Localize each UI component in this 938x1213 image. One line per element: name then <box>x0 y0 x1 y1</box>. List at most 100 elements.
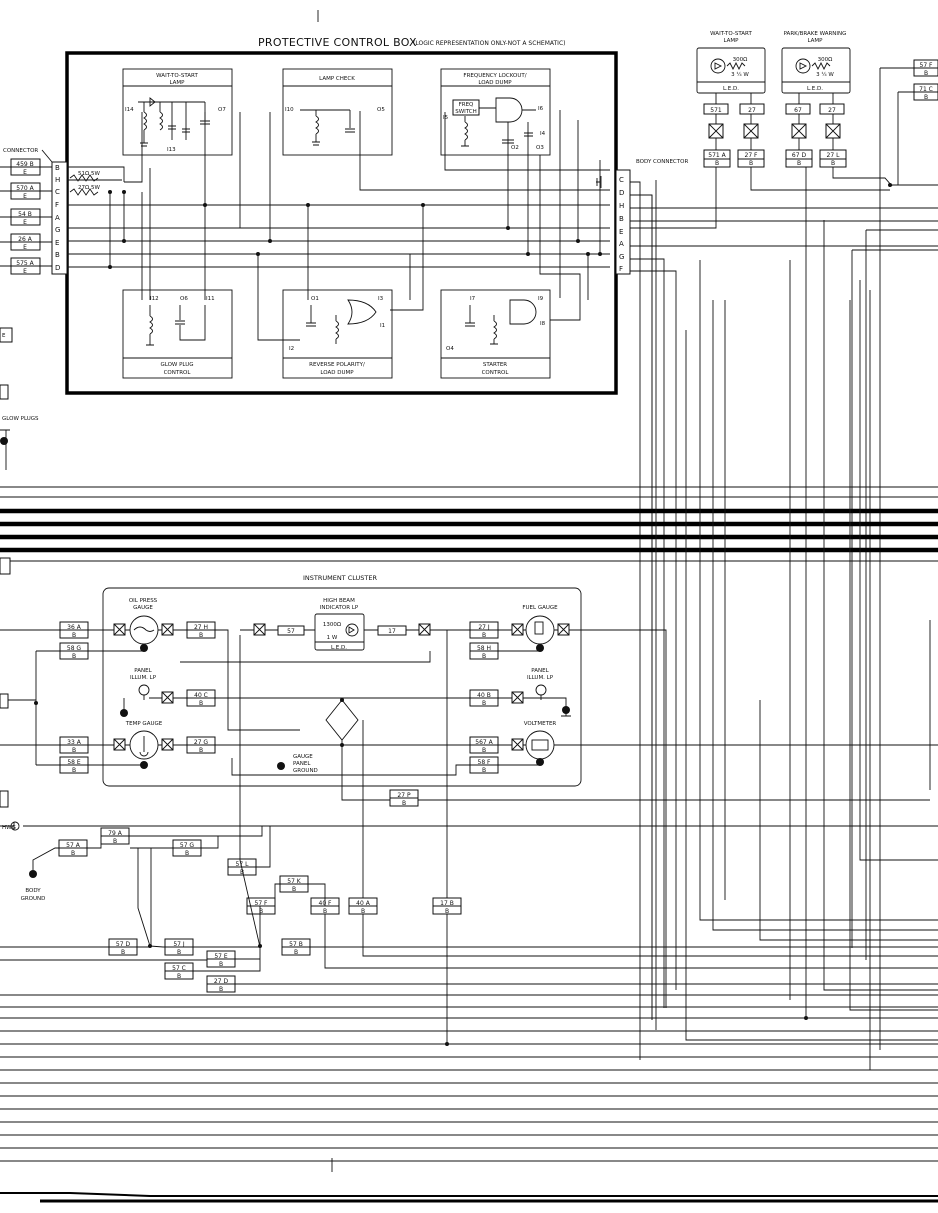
junction-right <box>888 183 892 187</box>
left-fragment-e <box>0 327 13 343</box>
fuel-gauge: FUEL GAUGE <box>522 605 558 652</box>
svg-text:FREQUENCY LOCKOUT/: FREQUENCY LOCKOUT/ <box>463 73 526 79</box>
svg-text:I1: I1 <box>380 323 385 329</box>
svg-text:FREQ: FREQ <box>459 102 474 108</box>
wire-17-inline <box>377 625 407 636</box>
svg-text:LOAD DUMP: LOAD DUMP <box>320 370 354 376</box>
svg-text:B: B <box>240 869 244 876</box>
svg-text:ILLUM. LP: ILLUM. LP <box>527 675 554 681</box>
svg-text:57 J: 57 J <box>173 941 185 948</box>
svg-text:LOAD DUMP: LOAD DUMP <box>478 80 512 86</box>
svg-text:571: 571 <box>710 107 722 114</box>
svg-text:GROUND: GROUND <box>21 896 46 902</box>
svg-text:B: B <box>402 800 406 807</box>
module-frequency-lockout: FREQUENCY LOCKOUT/ LOAD DUMP FREQ SWITCH… <box>440 68 551 156</box>
svg-text:17: 17 <box>388 628 396 635</box>
svg-text:B: B <box>924 70 928 77</box>
oil-press-gauge: OIL PRESS GAUGE <box>129 598 159 652</box>
svg-text:D: D <box>619 189 624 197</box>
svg-text:INDICATOR LP: INDICATOR LP <box>320 605 359 611</box>
svg-text:OIL PRESS: OIL PRESS <box>129 598 158 604</box>
svg-text:HIGH BEAM: HIGH BEAM <box>323 598 355 604</box>
svg-text:A: A <box>619 240 624 248</box>
left-fragment-f <box>0 790 9 808</box>
svg-text:I12: I12 <box>150 296 159 302</box>
svg-text:O1: O1 <box>311 296 319 302</box>
svg-text:I13: I13 <box>167 147 176 153</box>
hwg-label: HWG <box>2 825 16 831</box>
svg-text:H: H <box>619 202 624 210</box>
voltmeter: VOLTMETER <box>524 721 556 766</box>
junction-cluster-bot <box>340 743 344 747</box>
svg-text:FUEL GAUGE: FUEL GAUGE <box>522 605 558 611</box>
svg-text:67: 67 <box>794 107 802 114</box>
svg-text:E: E <box>23 193 27 200</box>
svg-text:B: B <box>482 653 486 660</box>
svg-text:B: B <box>185 850 189 857</box>
svg-text:567 A: 567 A <box>475 739 493 746</box>
svg-text:L.E.D.: L.E.D. <box>331 645 347 651</box>
gauge-panel-ground: GAUGE PANEL GROUND <box>277 754 318 774</box>
svg-text:B: B <box>55 251 60 259</box>
svg-text:TEMP GAUGE: TEMP GAUGE <box>125 721 163 727</box>
svg-text:E: E <box>619 228 623 236</box>
svg-text:I14: I14 <box>125 107 134 113</box>
svg-text:I9: I9 <box>538 296 544 302</box>
svg-text:CONTROL: CONTROL <box>482 370 510 376</box>
right-edge-wires: 57 F B 71 C B <box>913 59 938 101</box>
svg-text:B: B <box>749 160 753 167</box>
left-connector-pins: B H C F A G E B D <box>55 164 60 272</box>
svg-text:O4: O4 <box>446 346 454 352</box>
svg-text:C: C <box>55 188 60 196</box>
svg-text:I3: I3 <box>378 296 384 302</box>
svg-text:F: F <box>55 201 59 209</box>
svg-text:B: B <box>831 160 835 167</box>
glow-plug-terminal <box>0 437 8 445</box>
svg-text:27 H: 27 H <box>194 624 208 631</box>
top-connector-blocks <box>708 123 841 139</box>
svg-text:STARTER: STARTER <box>483 362 507 368</box>
svg-text:B: B <box>71 850 75 857</box>
svg-text:27 P: 27 P <box>397 792 411 799</box>
svg-text:B: B <box>55 164 60 172</box>
svg-text:D: D <box>55 264 60 272</box>
svg-text:57 G: 57 G <box>180 842 195 849</box>
svg-text:58 H: 58 H <box>477 645 491 652</box>
svg-text:LAMP CHECK: LAMP CHECK <box>319 76 355 82</box>
svg-text:O3: O3 <box>536 145 544 151</box>
svg-text:I8: I8 <box>540 321 546 327</box>
svg-text:57 L: 57 L <box>236 861 250 868</box>
svg-text:PARK/BRAKE WARNING: PARK/BRAKE WARNING <box>784 31 847 37</box>
svg-text:PANEL: PANEL <box>293 761 311 767</box>
svg-text:40 A: 40 A <box>356 900 371 907</box>
svg-text:WAIT-TO-START: WAIT-TO-START <box>156 73 198 79</box>
svg-text:57 C: 57 C <box>172 965 186 972</box>
svg-text:O6: O6 <box>180 296 188 302</box>
resistor-27: 27Ω 5W <box>78 185 100 191</box>
svg-text:B: B <box>482 632 486 639</box>
junction-lower-1 <box>148 944 152 948</box>
module-lamp-check: LAMP CHECK I10 O5 <box>282 68 393 156</box>
body-ground: BODY GROUND <box>21 870 46 902</box>
cluster-connectors <box>113 623 570 751</box>
svg-text:B: B <box>294 949 298 956</box>
ground-panel-left <box>120 709 128 717</box>
ground-panel-right <box>562 706 570 714</box>
svg-text:17 B: 17 B <box>440 900 454 907</box>
svg-text:LAMP: LAMP <box>723 38 739 44</box>
svg-text:B: B <box>219 961 223 968</box>
svg-text:300Ω: 300Ω <box>733 57 748 63</box>
svg-text:575 A: 575 A <box>16 260 34 267</box>
left-fragment-relay <box>0 384 9 400</box>
svg-text:57 E: 57 E <box>214 953 228 960</box>
panel-illum-left: PANEL ILLUM. LP <box>130 668 157 700</box>
svg-text:27 D: 27 D <box>214 978 229 985</box>
svg-text:57 A: 57 A <box>66 842 81 849</box>
svg-text:SWITCH: SWITCH <box>455 109 477 115</box>
control-box-title: PROTECTIVE CONTROL BOX <box>258 36 417 49</box>
svg-text:B: B <box>361 908 365 915</box>
svg-text:B: B <box>219 986 223 993</box>
high-beam-indicator: HIGH BEAM INDICATOR LP 1300Ω 1 W L.E.D. <box>314 598 365 651</box>
body-connector-pins: C D H B E A G F <box>619 176 624 273</box>
